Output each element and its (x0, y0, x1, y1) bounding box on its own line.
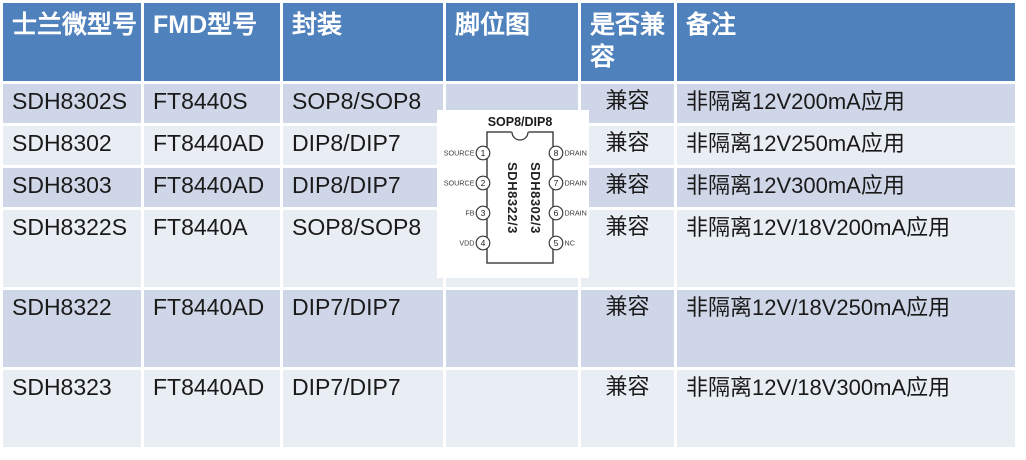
pin-5-circle (548, 235, 564, 251)
cell-model: SDH8322S (3, 210, 141, 287)
cell-package: DIP7/DIP7 (283, 290, 443, 367)
table-row: SDH8323 FT8440AD DIP7/DIP7 兼容 非隔离12V/18V… (3, 370, 1015, 447)
cell-compatible: 兼容 (581, 84, 674, 123)
cell-package: DIP8/DIP7 (283, 126, 443, 165)
cell-compatible: 兼容 (581, 370, 674, 447)
cell-package: DIP8/DIP7 (283, 168, 443, 207)
cell-model: SDH8303 (3, 168, 141, 207)
pin-1-circle (475, 145, 491, 161)
cell-compatible: 兼容 (581, 210, 674, 287)
pin-5-number: 5 (554, 238, 559, 248)
cell-remark: 非隔离12V300mA应用 (677, 168, 1015, 207)
cell-package: DIP7/DIP7 (283, 370, 443, 447)
cell-fmd: FT8440S (144, 84, 280, 123)
cell-compatible: 兼容 (581, 290, 674, 367)
header-pinout: 脚位图 (446, 3, 578, 81)
header-package: 封装 (283, 3, 443, 81)
pin-4-label: VDD (459, 239, 474, 248)
pin-5-label: NC (565, 239, 575, 248)
pin-6-number: 6 (554, 208, 559, 218)
cell-remark: 非隔离12V/18V250mA应用 (677, 290, 1015, 367)
cell-compatible: 兼容 (581, 168, 674, 207)
table-header-row: 士兰微型号 FMD型号 封装 脚位图 是否兼容 备注 (3, 3, 1015, 81)
chip-body (486, 131, 554, 264)
cell-remark: 非隔离12V/18V200mA应用 (677, 210, 1015, 287)
cell-remark: 非隔离12V200mA应用 (677, 84, 1015, 123)
pin-2-number: 2 (481, 178, 486, 188)
cell-remark: 非隔离12V250mA应用 (677, 126, 1015, 165)
chip-part-number-right: SDH8302/3 (528, 162, 543, 234)
cell-fmd: FT8440A (144, 210, 280, 287)
cell-pinout (446, 370, 578, 447)
pin-8-circle (548, 145, 564, 161)
cell-model: SDH8323 (3, 370, 141, 447)
cell-package: SOP8/SOP8 (283, 210, 443, 287)
cell-fmd: FT8440AD (144, 370, 280, 447)
chip-part-number-left: SDH8322/3 (505, 162, 520, 234)
cell-compatible: 兼容 (581, 126, 674, 165)
cell-model: SDH8302S (3, 84, 141, 123)
table-row: SDH8322S FT8440A SOP8/SOP8 兼容 非隔离12V/18V… (3, 210, 1015, 287)
cell-model: SDH8302 (3, 126, 141, 165)
pin-7-label: DRAIN (565, 179, 587, 188)
chip-notch-icon (511, 131, 529, 141)
cell-fmd: FT8440AD (144, 126, 280, 165)
pinout-title: SOP8/DIP8 (488, 115, 553, 129)
pin-3-label: FB (465, 209, 474, 218)
header-silan-model: 士兰微型号 (3, 3, 141, 81)
pin-4-number: 4 (481, 238, 486, 248)
header-remark: 备注 (677, 3, 1015, 81)
pin-7-number: 7 (554, 178, 559, 188)
pin-1-number: 1 (481, 148, 486, 158)
pinout-diagram: SOP8/DIP8 SDH8322/3 SDH8302/3 1 2 3 4 SO… (437, 110, 589, 278)
pin-3-number: 3 (481, 208, 486, 218)
cell-model: SDH8322 (3, 290, 141, 367)
pin-6-label: DRAIN (565, 209, 587, 218)
pin-3-circle (475, 205, 491, 221)
cell-package: SOP8/SOP8 (283, 84, 443, 123)
pin-7-circle (548, 175, 564, 191)
header-fmd-model: FMD型号 (144, 3, 280, 81)
table-row: SDH8322 FT8440AD DIP7/DIP7 兼容 非隔离12V/18V… (3, 290, 1015, 367)
header-compatible: 是否兼容 (581, 3, 674, 81)
pin-8-number: 8 (554, 148, 559, 158)
pin-6-circle (548, 205, 564, 221)
table-row: SDH8302S FT8440S SOP8/SOP8 兼容 非隔离12V200m… (3, 84, 1015, 123)
pin-2-label: SOURCE (444, 179, 475, 188)
cell-pinout (446, 290, 578, 367)
cell-fmd: FT8440AD (144, 168, 280, 207)
pin-8-label: DRAIN (565, 149, 587, 158)
cell-fmd: FT8440AD (144, 290, 280, 367)
pin-2-circle (475, 175, 491, 191)
cell-remark: 非隔离12V/18V300mA应用 (677, 370, 1015, 447)
pin-1-label: SOURCE (444, 149, 475, 158)
pin-4-circle (475, 235, 491, 251)
